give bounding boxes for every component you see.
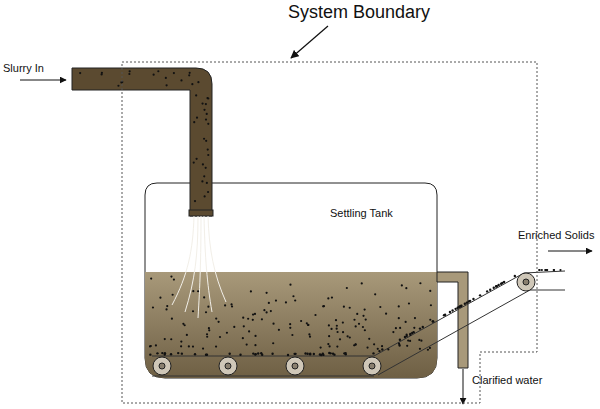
boundary-outline	[122, 62, 537, 403]
tank-wall	[145, 183, 437, 378]
boundary-leader	[291, 26, 328, 58]
conveyor	[152, 271, 565, 376]
inlet-pipe	[72, 68, 212, 216]
inlet-label: Slurry In	[3, 62, 44, 75]
clarified-arrow	[463, 369, 464, 404]
tank-label: Settling Tank	[330, 207, 393, 220]
overflow-pipe	[437, 272, 468, 368]
slurry-liquid	[145, 272, 437, 378]
slurry-arrow	[20, 80, 66, 81]
settling-tank: Settling Tank	[145, 183, 437, 378]
particles	[79, 70, 562, 356]
rollers	[153, 273, 535, 375]
outlet-label: Enriched Solids	[518, 229, 594, 242]
pipe-nozzle	[189, 210, 213, 216]
outlet-label: Clarified water	[472, 374, 542, 387]
solids-arrow	[548, 251, 592, 252]
inflow-streams	[172, 216, 226, 318]
boundary-title: System Boundary	[288, 2, 430, 23]
system-boundary: System BoundarySettling Tank	[122, 62, 537, 403]
